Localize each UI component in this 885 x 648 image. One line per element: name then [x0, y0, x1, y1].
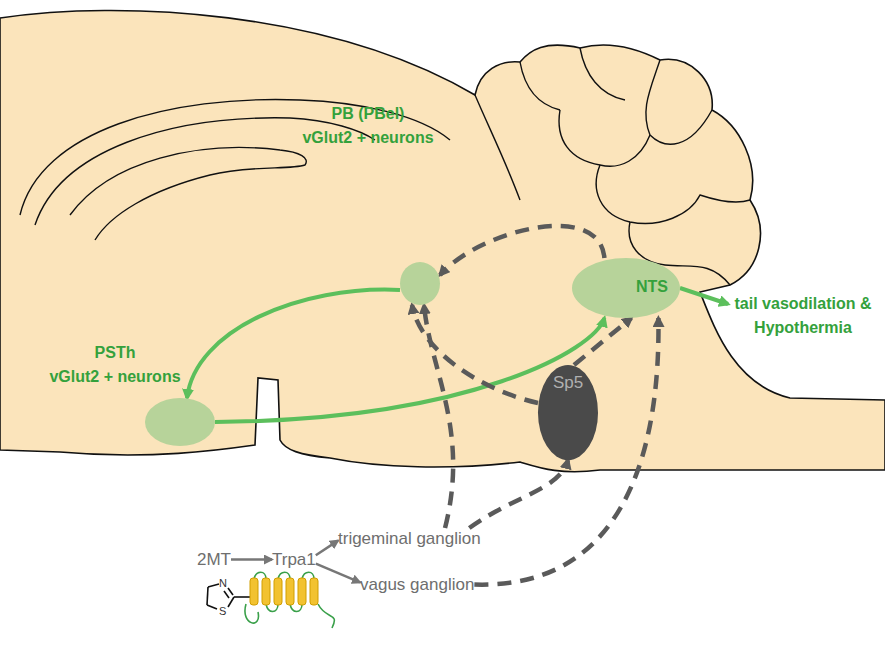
outcome-label: tail vasodilation & Hypothermia [728, 292, 878, 340]
compound-label: 2MT [197, 549, 231, 570]
activation-arrow [231, 558, 272, 561]
node-label: vagus ganglion [360, 574, 474, 595]
sensory-pathway [424, 305, 453, 528]
node-label: trigeminal ganglion [338, 528, 481, 549]
thiazoline-molecule [207, 584, 250, 609]
nts-region: NTS [572, 258, 680, 318]
sensory-pathway [412, 305, 538, 403]
node-label: PB (PBel) [268, 104, 468, 124]
atom-label: S [219, 605, 226, 617]
pb-region: PB (PBel)vGlut2 + neurons [400, 262, 440, 305]
neural-projection [187, 290, 400, 398]
brain-outline [0, 10, 885, 471]
brain-internal-lines [20, 48, 750, 285]
node-label: Trpa1 [272, 549, 316, 570]
node-label: PSTh [15, 343, 215, 363]
sp5-nucleus: Sp5 [538, 365, 598, 460]
psth-region: PSThvGlut2 + neurons [145, 398, 215, 446]
neural-projection [680, 288, 728, 304]
atom-label: N [219, 577, 227, 589]
sensory-pathway [574, 318, 631, 365]
trigeminal-ganglion: trigeminal ganglion [338, 528, 481, 549]
node-label: vGlut2 + neurons [268, 128, 468, 148]
activation-arrow [316, 541, 338, 556]
vagus-ganglion: vagus ganglion [360, 574, 474, 595]
activation-arrow [316, 564, 360, 583]
trpa1-channel-icon [245, 572, 334, 628]
sensory-pathway [440, 226, 604, 275]
sensory-pathway [469, 460, 568, 528]
node-label: 2MT [197, 549, 231, 570]
node-label: NTS [632, 277, 672, 297]
receptor-label: Trpa1 [272, 549, 316, 570]
node-label: Sp5 [538, 373, 598, 393]
node-label: vGlut2 + neurons [15, 367, 215, 387]
sensory-pathway [474, 318, 658, 585]
node-label: tail vasodilation & Hypothermia [728, 292, 878, 340]
